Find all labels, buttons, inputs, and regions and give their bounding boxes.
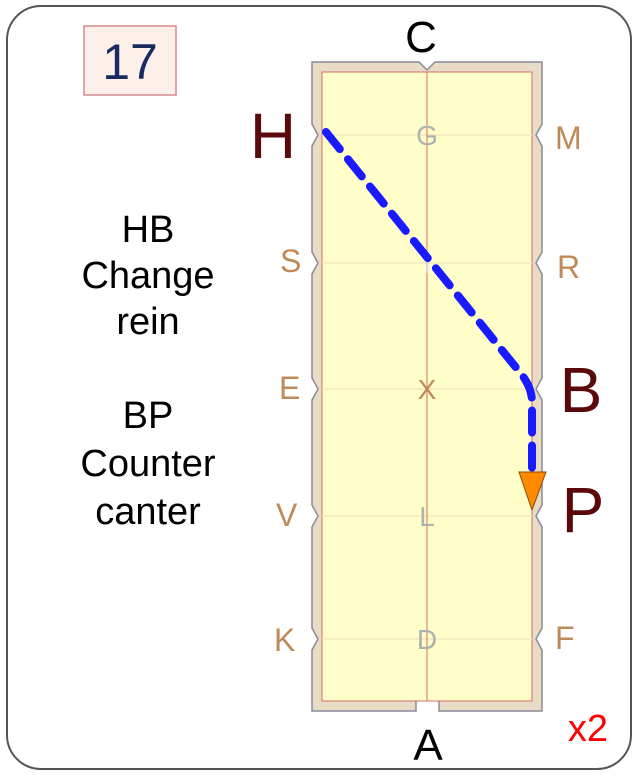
- instruction-line-2: Change: [81, 255, 214, 297]
- end-letters: C A: [405, 13, 443, 770]
- marker-b: B: [560, 354, 603, 426]
- marker-v: V: [276, 497, 298, 533]
- repeat-label: x2: [568, 708, 608, 750]
- marker-p: P: [562, 474, 605, 546]
- riding-path: [322, 128, 536, 476]
- marker-r: R: [557, 249, 580, 285]
- marker-k: K: [274, 622, 295, 658]
- number-box: [83, 25, 177, 96]
- marker-f: F: [555, 620, 575, 656]
- instruction-line-1: HB: [122, 209, 175, 251]
- marker-s: S: [280, 243, 301, 279]
- marker-i: I: [424, 253, 430, 278]
- marker-e: E: [279, 370, 300, 406]
- instruction-line-5: BP: [123, 395, 174, 437]
- marker-l: L: [419, 501, 435, 532]
- marker-g: G: [416, 120, 438, 151]
- direction-arrow: [518, 471, 547, 512]
- side-letters: M S R E V K F: [274, 120, 582, 658]
- marker-x: X: [418, 374, 437, 405]
- instruction-line-3: rein: [116, 301, 179, 343]
- marker-m: M: [555, 120, 582, 156]
- instructions: HB Change rein BP Counter canter: [80, 209, 216, 533]
- marker-h: H: [250, 100, 296, 172]
- exercise-number: 17: [102, 34, 158, 90]
- instruction-line-7: canter: [95, 491, 201, 533]
- instruction-line-6: Counter: [80, 443, 216, 485]
- highlighted-letters: H B P: [250, 100, 604, 546]
- center-letters: G I X L D: [416, 120, 438, 655]
- marker-c: C: [405, 13, 437, 62]
- marker-a: A: [413, 721, 443, 770]
- marker-d: D: [417, 624, 437, 655]
